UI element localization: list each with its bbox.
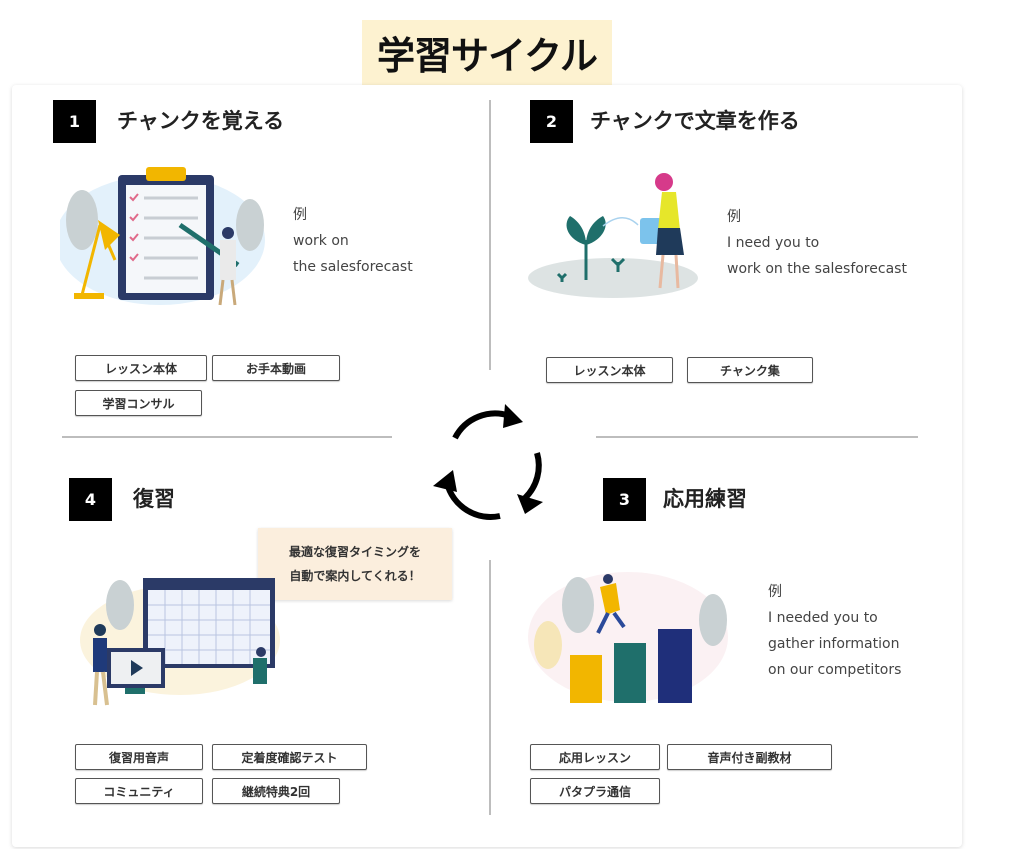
step-3-example-line: I needed you to: [768, 610, 878, 626]
patapura-newsletter-button[interactable]: パタプラ通信: [530, 778, 660, 804]
community-button[interactable]: コミュニティ: [75, 778, 203, 804]
continuation-bonus-button[interactable]: 継続特典2回: [212, 778, 340, 804]
step-4-badge: 4: [69, 478, 112, 521]
divider-horizontal-right: [596, 436, 918, 438]
bubble-line: 最適な復習タイミングを: [288, 545, 421, 559]
bubble-line: 自動で案内してくれる！: [289, 569, 421, 583]
divider-vertical-bottom: [489, 560, 491, 815]
calendar-review-illustration: [80, 578, 280, 706]
step-2-badge: 2: [530, 100, 573, 143]
step-3-title: 応用練習: [663, 487, 747, 511]
step-1-example-label: 例: [293, 207, 307, 223]
review-audio-button[interactable]: 復習用音声: [75, 744, 203, 770]
lesson-main-button[interactable]: レッスン本体: [546, 357, 673, 383]
review-tip-bubble: 最適な復習タイミングを 自動で案内してくれる！: [258, 528, 452, 600]
page-title: 学習サイクル: [362, 20, 612, 85]
model-video-button[interactable]: お手本動画: [212, 355, 340, 381]
watering-plant-illustration: [528, 173, 698, 298]
chunk-collection-button[interactable]: チャンク集: [687, 357, 813, 383]
step-3-example-label: 例: [768, 584, 782, 600]
divider-horizontal-left: [62, 436, 392, 438]
step-1-example-line: work on: [293, 233, 349, 249]
step-1-badge: 1: [53, 100, 96, 143]
step-2-example-line: work on the salesforecast: [727, 261, 907, 277]
growth-bars-illustration: [528, 572, 728, 703]
retention-test-button[interactable]: 定着度確認テスト: [212, 744, 367, 770]
lesson-main-button[interactable]: レッスン本体: [75, 355, 207, 381]
step-2-example-line: I need you to: [727, 235, 820, 251]
step-3-example-line: on our competitors: [768, 662, 902, 678]
cycle-arrows-icon: [433, 404, 543, 520]
audio-supplement-button[interactable]: 音声付き副教材: [667, 744, 832, 770]
step-3-example-line: gather information: [768, 636, 900, 652]
step-2-example-label: 例: [727, 209, 741, 225]
applied-lesson-button[interactable]: 応用レッスン: [530, 744, 660, 770]
divider-vertical-top: [489, 100, 491, 370]
step-1-title: チャンクを覚える: [117, 109, 285, 133]
learning-consult-button[interactable]: 学習コンサル: [75, 390, 202, 416]
step-1-example-line: the salesforecast: [293, 259, 413, 275]
clipboard-illustration: [60, 167, 265, 306]
step-3-badge: 3: [603, 478, 646, 521]
step-4-title: 復習: [133, 487, 175, 511]
step-2-title: チャンクで文章を作る: [590, 109, 800, 133]
